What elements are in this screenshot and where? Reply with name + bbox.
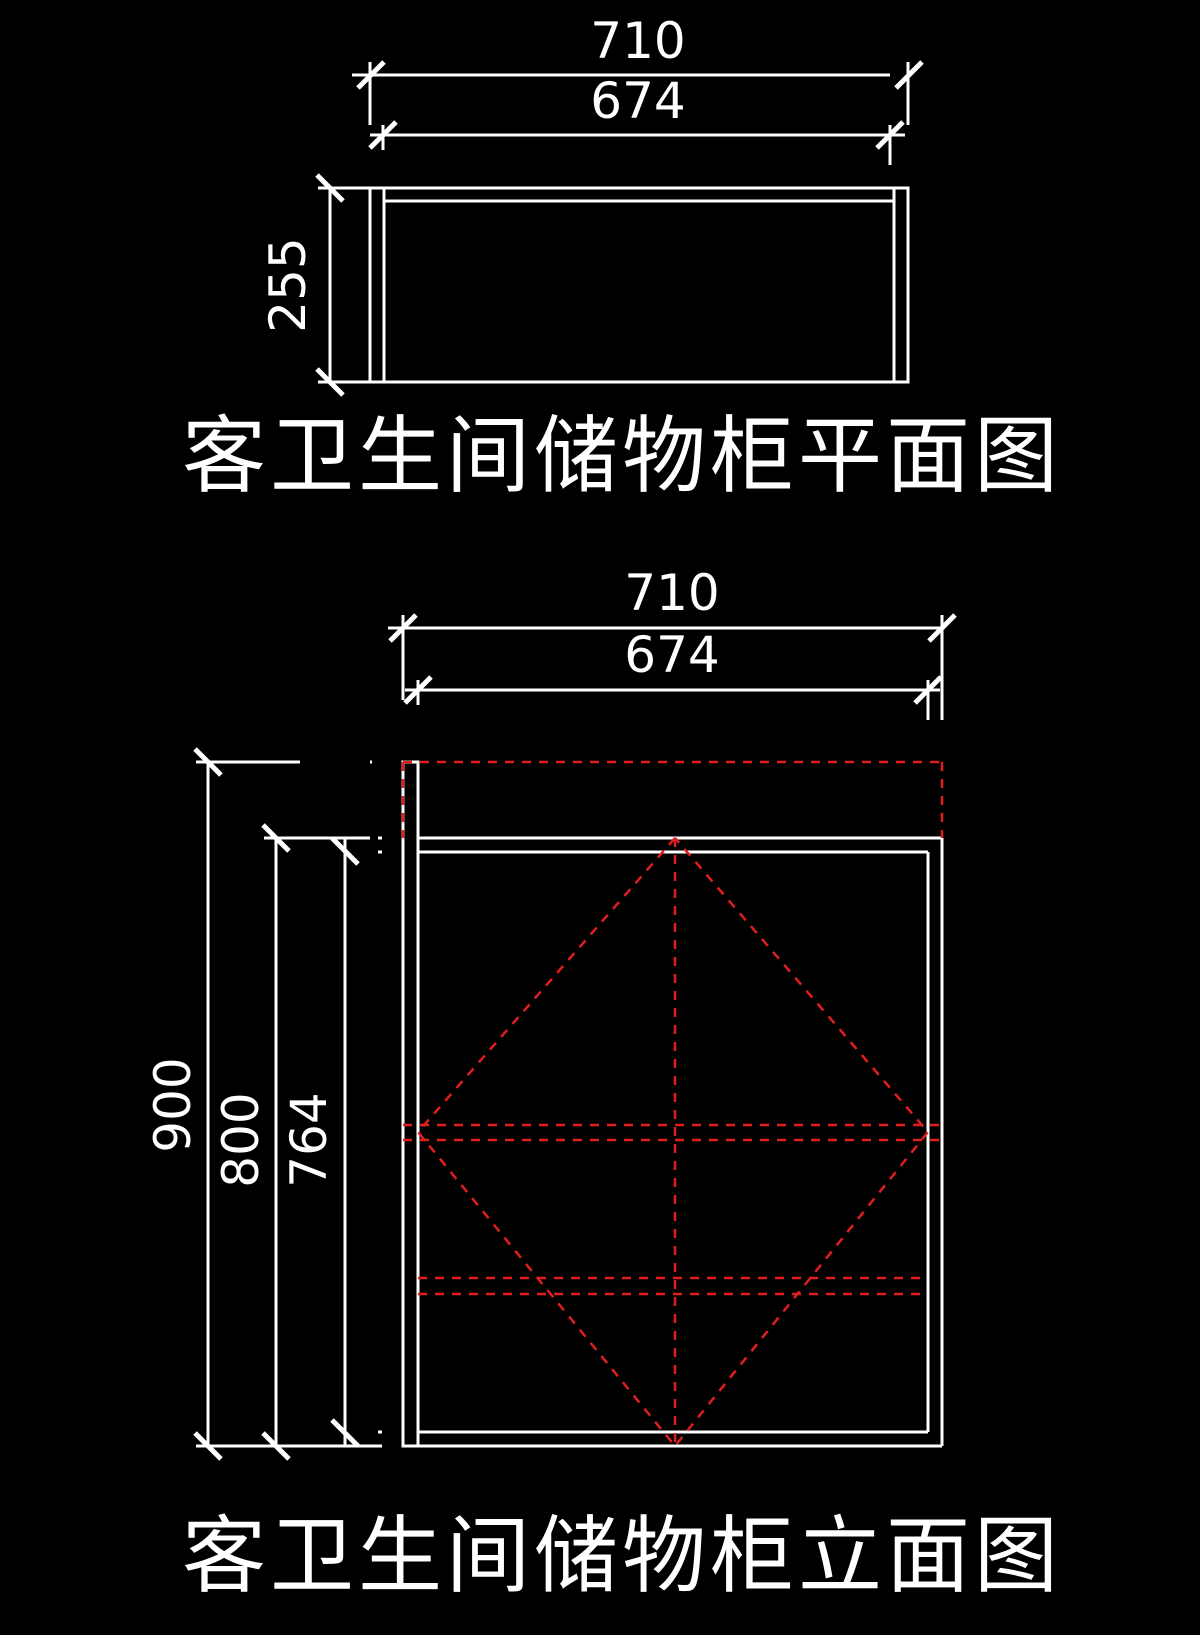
elevation-cabinet-outline [401,760,944,1448]
plan-dim-depth-label: 255 [259,237,317,332]
elevation-dim-total-height: 900 [144,747,380,1461]
elevation-dim-inner-width-label: 674 [624,626,719,684]
elevation-dim-outer-width: 710 [388,564,957,720]
elevation-dim-inner-height-label: 764 [280,1092,338,1187]
elevation-title: 客卫生间储物柜立面图 [182,1507,1062,1605]
plan-dim-outer-width-label: 710 [590,12,685,70]
elevation-hidden-lines [401,760,944,1448]
elevation-extension-dots [370,760,382,1448]
plan-view: 710 674 255 客卫生间储物柜平面图 [182,12,1062,505]
elevation-dim-cabinet-height: 800 [212,823,370,1461]
elevation-dim-inner-height: 764 [280,836,360,1448]
plan-dim-outer-width: 710 [352,12,924,125]
plan-dim-depth: 255 [259,173,370,397]
plan-dim-inner-width-label: 674 [590,72,685,130]
plan-dim-inner-width: 674 [368,72,905,165]
elevation-dim-cabinet-height-label: 800 [212,1092,270,1187]
elevation-dim-inner-width: 674 [403,626,943,720]
plan-cabinet-outline [368,186,910,384]
elevation-dim-total-height-label: 900 [144,1057,202,1152]
elevation-view: 710 674 900 800 [144,564,1062,1605]
plan-title: 客卫生间储物柜平面图 [182,407,1062,505]
elevation-dim-outer-width-label: 710 [624,564,719,622]
